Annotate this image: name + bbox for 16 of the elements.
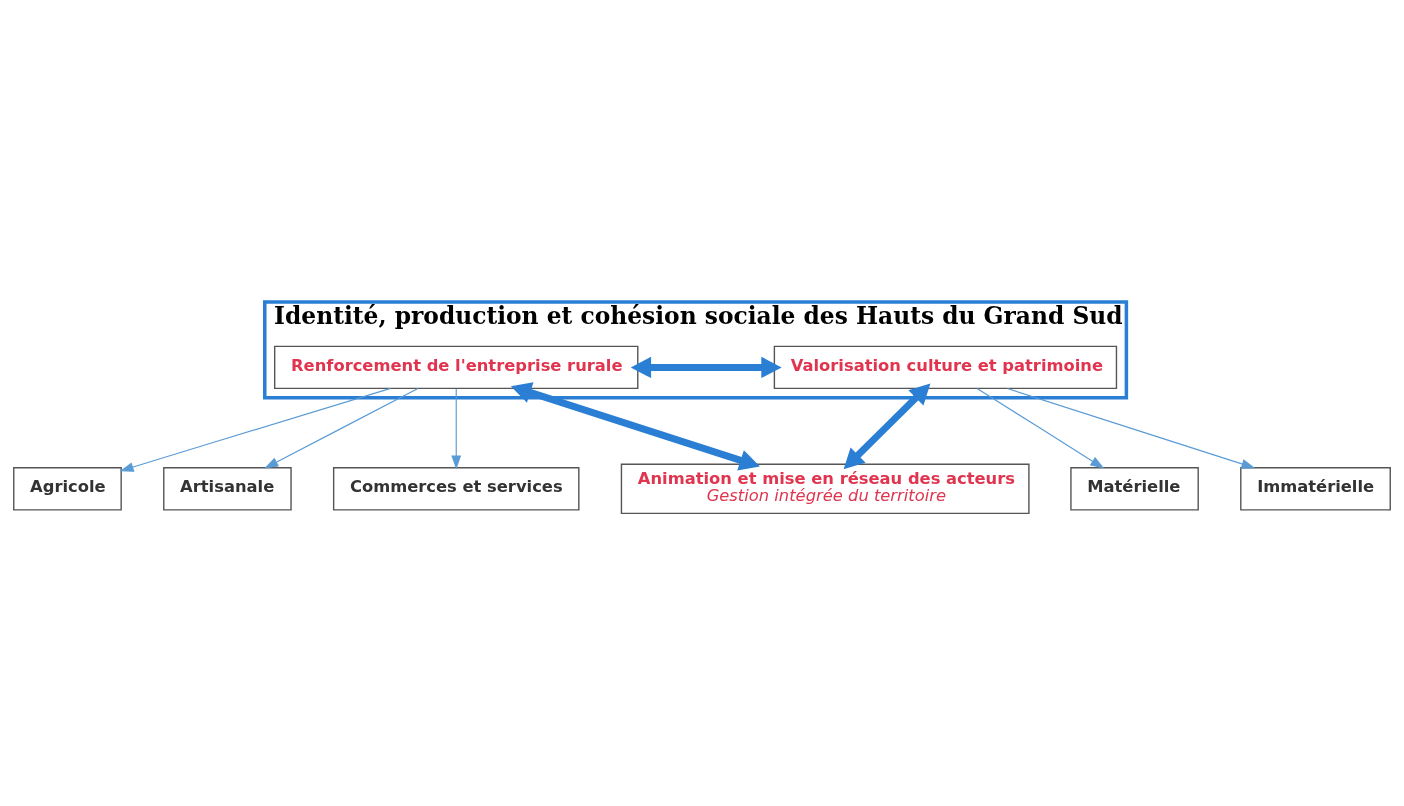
node-box: Immatérielle xyxy=(1240,467,1391,511)
node-box: Agricole xyxy=(13,467,122,511)
arrow xyxy=(843,383,931,470)
node-box: Matérielle xyxy=(1070,467,1199,511)
arrow xyxy=(630,356,782,379)
arrow xyxy=(976,387,1105,469)
node-box: Valorisation culture et patrimoine xyxy=(773,345,1118,390)
node-box: Artisanale xyxy=(163,467,292,511)
node-box: Renforcement de l'entreprise rurale xyxy=(274,345,639,390)
node-box: Animation et mise en réseau des acteurs Gestion intégrée du territoire xyxy=(620,463,1030,515)
arrow xyxy=(1006,387,1256,469)
node-box: Commerces et services xyxy=(332,467,580,511)
arrow xyxy=(451,388,462,470)
arrow xyxy=(119,387,392,472)
arrow xyxy=(264,387,419,469)
arrow xyxy=(510,382,760,471)
